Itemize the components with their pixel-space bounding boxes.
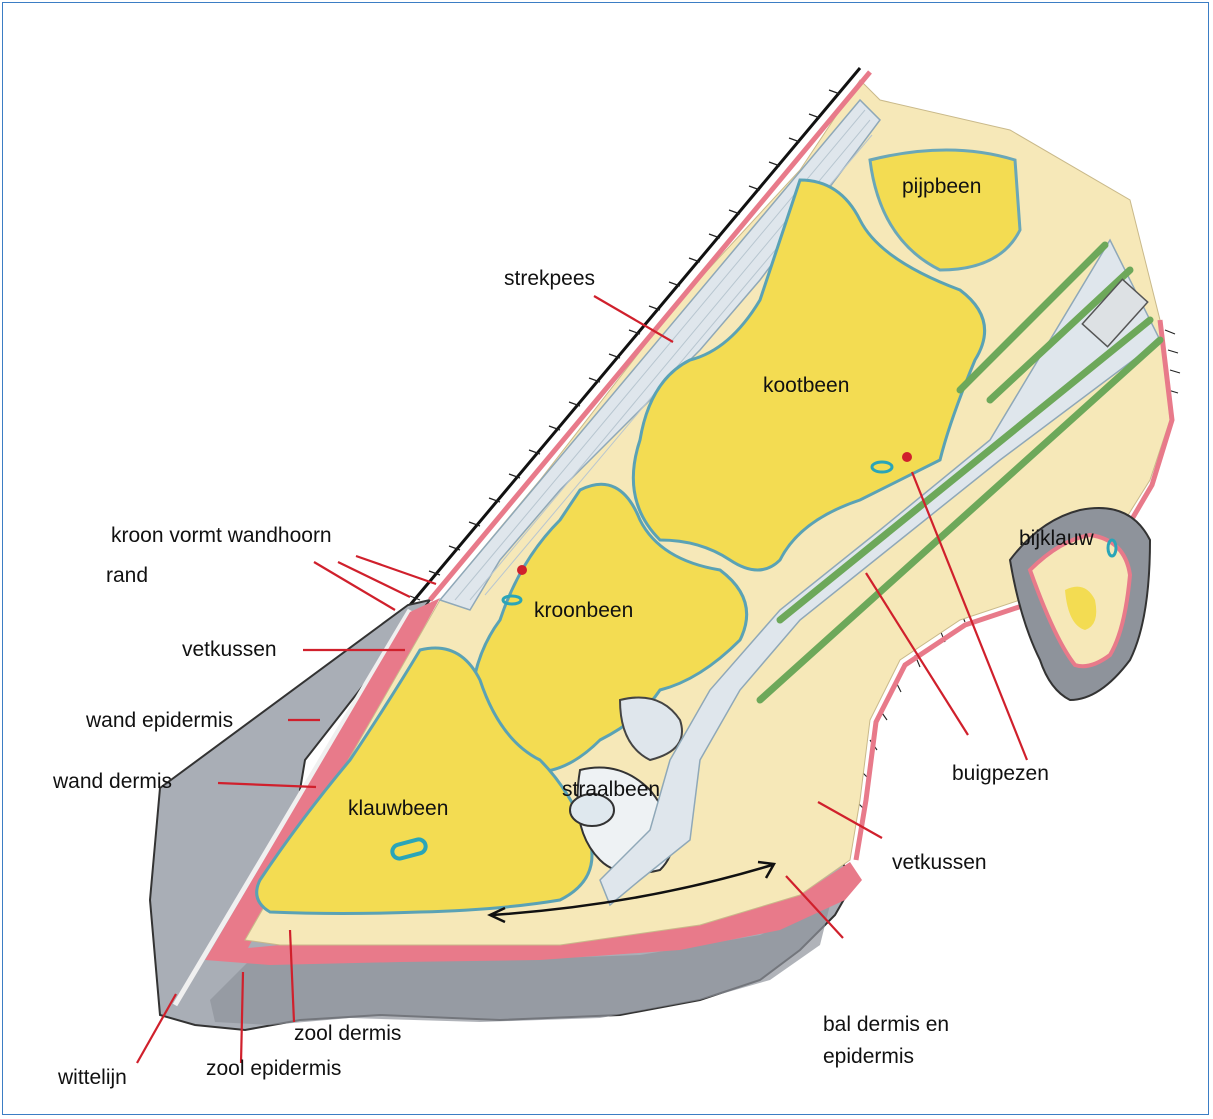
label-klauwbeen: klauwbeen [348, 797, 448, 821]
label-rand: rand [106, 564, 148, 588]
label-bal-dermis-line2: epidermis [823, 1045, 914, 1069]
label-pijpbeen: pijpbeen [902, 175, 981, 199]
label-bal-dermis-line1: bal dermis en [823, 1013, 949, 1037]
label-wand-epidermis: wand epidermis [86, 709, 233, 733]
label-kootbeen: kootbeen [763, 374, 849, 398]
label-kroon-vormt-wandhoorn: kroon vormt wandhoorn [111, 524, 332, 548]
label-wand-dermis: wand dermis [53, 770, 172, 794]
label-vetkussen-front: vetkussen [182, 638, 277, 662]
label-vetkussen-back: vetkussen [892, 851, 987, 875]
label-zool-epidermis: zool epidermis [206, 1057, 341, 1081]
artery-pastern [902, 452, 912, 462]
label-zool-dermis: zool dermis [294, 1022, 401, 1046]
label-wittelijn: wittelijn [58, 1066, 127, 1090]
label-straalbeen: straalbeen [562, 778, 660, 802]
artery-crown [517, 565, 527, 575]
label-kroonbeen: kroonbeen [534, 599, 633, 623]
label-buigpezen: buigpezen [952, 762, 1049, 786]
label-strekpees: strekpees [504, 267, 595, 291]
label-bijklauw: bijklauw [1019, 527, 1094, 551]
